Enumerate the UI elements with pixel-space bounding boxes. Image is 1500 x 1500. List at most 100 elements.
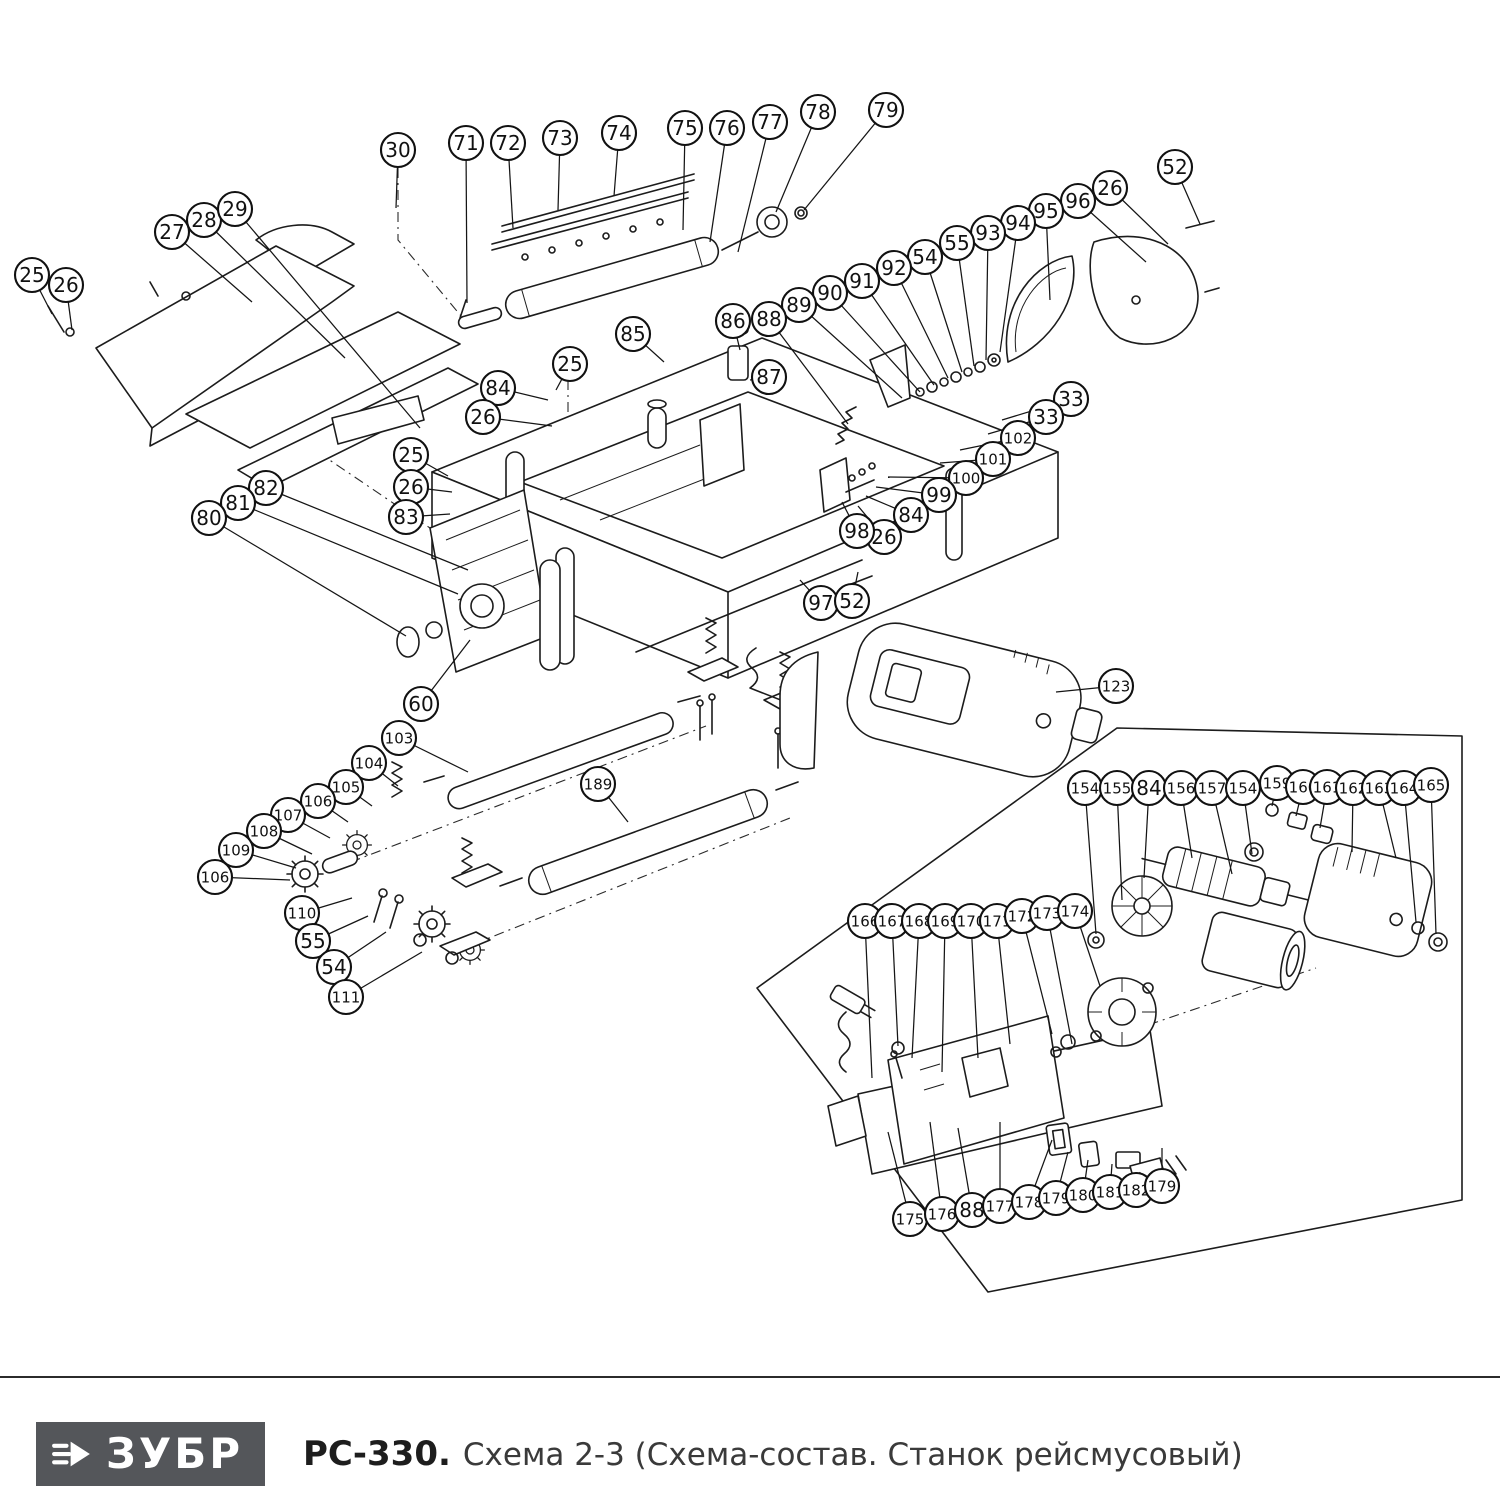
part-callout-111: 111 — [327, 978, 365, 1016]
leader-line-171 — [996, 920, 1011, 1045]
callout-circle — [541, 119, 579, 157]
callout-number: 26 — [1097, 176, 1122, 200]
callout-number: 106 — [304, 793, 333, 811]
callout-number: 179 — [1148, 1178, 1177, 1196]
part-callout-25: 25 — [551, 345, 589, 383]
leader-line-154 — [1084, 787, 1097, 935]
callout-number: 156 — [1167, 780, 1196, 798]
callout-number: 111 — [332, 989, 361, 1007]
callout-number: 25 — [19, 263, 44, 287]
part-callout-123: 123 — [1097, 667, 1135, 705]
part-callout-164: 164 — [1385, 769, 1423, 807]
part-callout-77: 77 — [751, 103, 789, 141]
part-callout-110: 110 — [283, 894, 321, 932]
part-callout-101: 101 — [974, 440, 1012, 478]
callout-number: 75 — [672, 116, 697, 140]
callout-number: 103 — [385, 730, 414, 748]
leader-line-55 — [956, 242, 975, 367]
callout-number: 26 — [871, 525, 896, 549]
part-callout-102: 102 — [999, 419, 1037, 457]
callout-circle — [714, 302, 752, 340]
part-callout-71: 71 — [447, 124, 485, 162]
leader-line-92 — [893, 267, 949, 379]
inset-motor-exploded — [827, 803, 1448, 1189]
callout-number: 83 — [393, 505, 418, 529]
part-callout-82: 82 — [247, 469, 285, 507]
part-callout-78: 78 — [799, 93, 837, 131]
callout-number: 88 — [756, 307, 781, 331]
part-callout-54: 54 — [906, 238, 944, 276]
callout-number: 123 — [1102, 678, 1131, 696]
callout-circle — [833, 582, 871, 620]
leader-line-88 — [768, 318, 849, 425]
part-callout-52: 52 — [833, 582, 871, 620]
callout-number: 97 — [808, 591, 833, 615]
callout-number: 52 — [839, 589, 864, 613]
part-callout-98: 98 — [838, 512, 876, 550]
callout-number: 106 — [201, 869, 230, 887]
callout-circle — [327, 978, 365, 1016]
callout-circle — [387, 498, 425, 536]
callout-number: 84 — [1136, 776, 1161, 800]
callout-number: 181 — [1096, 1184, 1125, 1202]
callout-circle — [479, 369, 517, 407]
leader-line-78 — [775, 111, 819, 213]
callout-circle — [216, 190, 254, 228]
callout-number: 167 — [878, 913, 907, 931]
callout-circle — [974, 440, 1012, 478]
leader-line-94 — [999, 222, 1019, 353]
part-callout-29: 29 — [216, 190, 254, 228]
part-callout-109: 109 — [217, 831, 255, 869]
part-callout-105: 105 — [327, 768, 365, 806]
motor-assembly — [746, 622, 1103, 778]
callout-circle — [1027, 398, 1065, 436]
callout-circle — [843, 262, 881, 300]
part-callout-159: 159 — [1258, 764, 1296, 802]
part-callout-106: 106 — [299, 782, 337, 820]
leader-line-173 — [1046, 912, 1073, 1045]
cutter-block-assembly — [457, 173, 808, 330]
callout-circle — [938, 224, 976, 262]
callout-circle — [380, 719, 418, 757]
callout-number: 82 — [253, 476, 278, 500]
leader-line-168 — [911, 920, 920, 1059]
part-callout-92: 92 — [875, 249, 913, 287]
callout-number: 175 — [896, 1211, 925, 1229]
part-callout-26: 26 — [1091, 169, 1129, 207]
leader-line-91 — [861, 280, 935, 386]
leader-line-165 — [1430, 784, 1437, 935]
callout-number: 87 — [756, 365, 781, 389]
callout-circle — [666, 109, 704, 147]
callout-number: 164 — [1390, 780, 1419, 798]
callout-circle — [1091, 169, 1129, 207]
callout-circle — [614, 315, 652, 353]
part-callout-100: 100 — [947, 459, 985, 497]
callout-circle — [999, 419, 1037, 457]
callout-number: 104 — [355, 755, 384, 773]
callout-circle — [245, 812, 283, 850]
callout-number: 182 — [1122, 1182, 1151, 1200]
part-callout-55: 55 — [938, 224, 976, 262]
callout-number: 26 — [53, 273, 78, 297]
exploded-view-drawing — [47, 168, 1463, 1293]
callout-number: 105 — [332, 779, 361, 797]
part-callout-165: 165 — [1412, 766, 1450, 804]
callout-number: 88 — [959, 1198, 984, 1222]
dust-hood — [47, 224, 479, 489]
leader-line-29 — [234, 208, 421, 429]
callout-number: 173 — [1033, 905, 1062, 923]
callout-number: 81 — [225, 491, 250, 515]
part-callout-89: 89 — [780, 286, 818, 324]
callout-number: 92 — [881, 256, 906, 280]
part-callout-52: 52 — [1156, 148, 1194, 186]
model-label: РС-330. — [303, 1434, 451, 1474]
callout-number: 162 — [1339, 780, 1368, 798]
callout-number: 155 — [1103, 780, 1132, 798]
leader-line-82 — [265, 487, 469, 571]
part-callout-104: 104 — [350, 744, 388, 782]
callout-number: 71 — [453, 131, 478, 155]
part-callout-79: 79 — [867, 91, 905, 129]
callout-number: 163 — [1365, 780, 1394, 798]
